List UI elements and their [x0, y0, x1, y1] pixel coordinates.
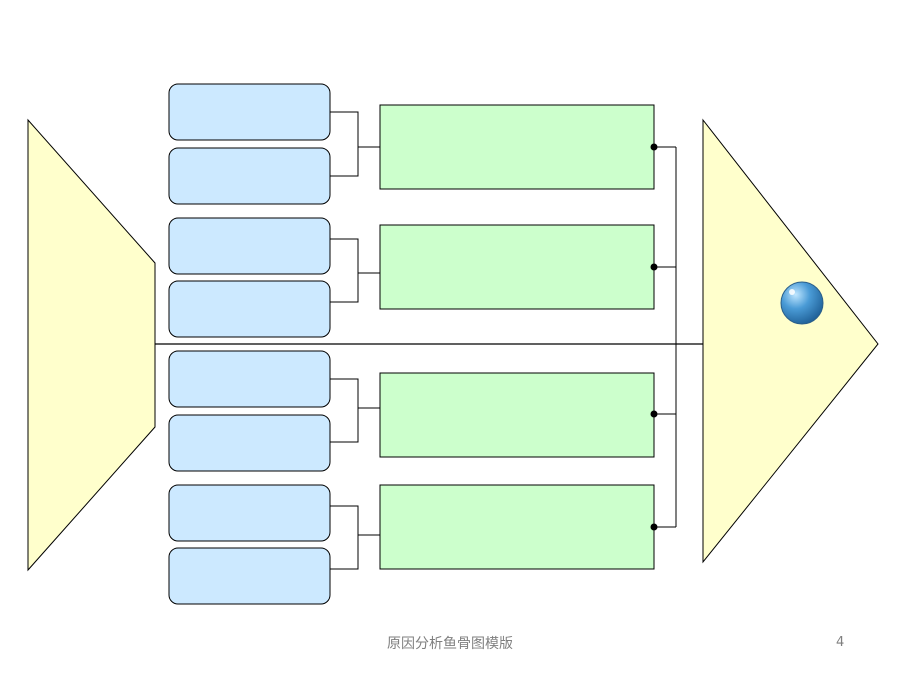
sub-cause-box-4[interactable]	[168, 280, 331, 338]
bone-group-3	[168, 350, 676, 472]
bone-group-4	[168, 484, 676, 605]
sub-cause-box-3[interactable]	[168, 217, 331, 275]
eye-highlight	[789, 289, 795, 295]
sub-cause-bracket	[330, 505, 359, 570]
cause-box-1[interactable]	[379, 104, 655, 190]
page-number: 4	[836, 635, 845, 650]
connector-dot	[650, 523, 658, 531]
bone-group-1	[168, 83, 676, 205]
connector-dot	[650, 143, 658, 151]
cause-box-2[interactable]	[379, 224, 655, 310]
sub-cause-box-8[interactable]	[168, 547, 331, 605]
cause-box-3[interactable]	[379, 372, 655, 458]
connector-dot	[650, 410, 658, 418]
sub-cause-box-1[interactable]	[168, 83, 331, 141]
sub-cause-bracket	[330, 111, 359, 177]
connector-dot	[650, 263, 658, 271]
sub-cause-box-6[interactable]	[168, 414, 331, 472]
sub-cause-box-5[interactable]	[168, 350, 331, 408]
fish-tail	[27, 118, 156, 572]
sub-cause-bracket	[330, 238, 359, 303]
sub-cause-box-2[interactable]	[168, 147, 331, 205]
fish-eye	[780, 281, 824, 325]
cause-box-4[interactable]	[379, 484, 655, 570]
sub-cause-bracket	[330, 378, 359, 443]
footer-title: 原因分析鱼骨图模版	[387, 636, 513, 652]
fish-head	[702, 118, 879, 564]
bone-group-2	[168, 217, 676, 338]
sub-cause-box-7[interactable]	[168, 484, 331, 542]
